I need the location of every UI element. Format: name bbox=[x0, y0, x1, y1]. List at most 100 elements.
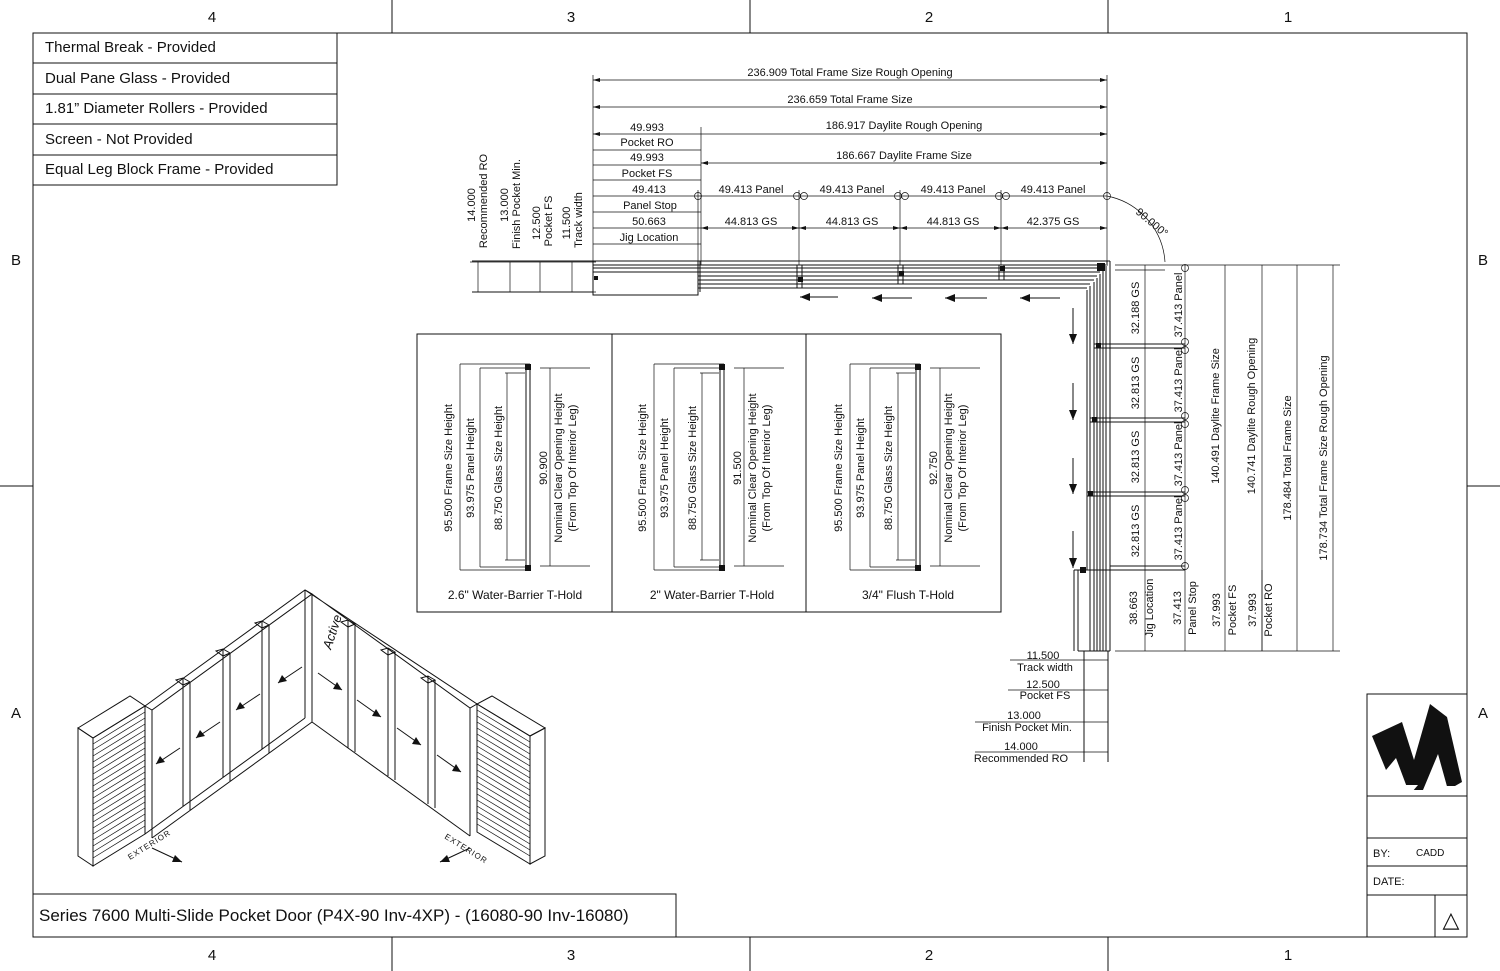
grid-col-top-2: 3 bbox=[567, 9, 575, 26]
section-1-frame: 95.500 Frame Size Height bbox=[443, 404, 455, 532]
bottom-dim-value-4: 14.000 bbox=[1004, 741, 1038, 753]
dim-daylite-fs: 186.667 Daylite Frame Size bbox=[836, 150, 972, 162]
features-table: Thermal Break - Provided Dual Pane Glass… bbox=[32, 32, 338, 186]
side-panel-2: 37.413 Panel bbox=[1173, 348, 1185, 413]
section-1-caption: 2.6" Water-Barrier T-Hold bbox=[448, 588, 582, 602]
bottom-dim-label-4: Recommended RO bbox=[974, 753, 1069, 765]
grid-col-bottom-1: 4 bbox=[208, 947, 216, 964]
pocket-dim-label-2: Finish Pocket Min. bbox=[511, 159, 523, 249]
section-2-caption: 2" Water-Barrier T-Hold bbox=[650, 588, 774, 602]
dim-glass-4: 42.375 GS bbox=[1027, 216, 1080, 228]
iso-active-label: Active bbox=[319, 613, 345, 652]
section-3-frame: 95.500 Frame Size Height bbox=[833, 404, 845, 532]
side-glass-4: 32.813 GS bbox=[1130, 505, 1142, 558]
side-glass-1: 32.188 GS bbox=[1130, 282, 1142, 335]
side-panel-stop-label: Panel Stop bbox=[1187, 581, 1199, 635]
iso-right-pocket bbox=[475, 695, 547, 865]
bottom-dim-value-2: 12.500 bbox=[1026, 679, 1060, 691]
side-jig-value: 38.663 bbox=[1128, 591, 1140, 625]
pocket-dim-value-3: 12.500 bbox=[531, 206, 543, 240]
dim-panel-2: 49.413 Panel bbox=[820, 184, 885, 196]
bottom-dim-label-1: Track width bbox=[1017, 662, 1073, 674]
dim-pocket-ro-label: Pocket RO bbox=[620, 137, 674, 149]
grid-row-left-a: A bbox=[11, 705, 21, 722]
dim-jig-value: 50.663 bbox=[632, 216, 666, 228]
section-1: 95.500 Frame Size Height 93.975 Panel He… bbox=[443, 363, 590, 602]
section-3-panel: 93.975 Panel Height bbox=[855, 418, 867, 518]
side-pocket-fs-value: 37.993 bbox=[1211, 593, 1223, 627]
pocket-dim-value-4: 11.500 bbox=[561, 207, 573, 240]
grid-row-left-b: B bbox=[11, 252, 21, 269]
dim-angle: 90.000° bbox=[1133, 206, 1170, 240]
pocket-dim-label-1: Recommended RO bbox=[478, 153, 490, 248]
pocket-dim-value-1: 14.000 bbox=[466, 188, 478, 222]
dim-daylite-ro: 186.917 Daylite Rough Opening bbox=[826, 120, 983, 132]
section-1-glass: 88.750 Glass Size Height bbox=[493, 406, 505, 530]
grid-row-right-a: A bbox=[1478, 705, 1488, 722]
section-3: 95.500 Frame Size Height 93.975 Panel He… bbox=[833, 363, 980, 602]
section-2-clear-label: Nominal Clear Opening Height bbox=[747, 393, 759, 542]
side-panel-1: 37.413 Panel bbox=[1173, 273, 1185, 338]
section-2-clear-note: (From Top Of Interior Leg) bbox=[761, 405, 773, 532]
title-block: BY: CADD DATE: △ bbox=[1366, 693, 1468, 938]
grid-col-top-1: 4 bbox=[208, 9, 216, 26]
revision-icon: △ bbox=[1443, 907, 1460, 932]
company-logo bbox=[1372, 704, 1462, 794]
by-value: CADD bbox=[1416, 848, 1444, 859]
dim-pocket-fs-label: Pocket FS bbox=[622, 168, 673, 180]
grid-row-right-b: B bbox=[1478, 252, 1488, 269]
bottom-dim-value-1: 11.500 bbox=[1027, 650, 1060, 662]
feature-block-frame: Equal Leg Block Frame - Provided bbox=[45, 161, 273, 178]
feature-thermal-break: Thermal Break - Provided bbox=[45, 39, 216, 56]
feature-rollers: 1.81” Diameter Rollers - Provided bbox=[45, 100, 268, 117]
dim-glass-1: 44.813 GS bbox=[725, 216, 778, 228]
grid-col-bottom-4: 1 bbox=[1284, 947, 1292, 964]
drawing-title: Series 7600 Multi-Slide Pocket Door (P4X… bbox=[39, 906, 629, 925]
pocket-dim-label-4: Track width bbox=[573, 192, 585, 248]
date-label: DATE: bbox=[1373, 876, 1405, 888]
section-details: 95.500 Frame Size Height 93.975 Panel He… bbox=[416, 333, 1002, 613]
dim-panel-stop-label: Panel Stop bbox=[623, 200, 677, 212]
grid-col-top-3: 2 bbox=[925, 9, 933, 26]
section-1-clear-label: Nominal Clear Opening Height bbox=[553, 393, 565, 542]
by-label: BY: bbox=[1373, 848, 1390, 860]
section-3-glass: 88.750 Glass Size Height bbox=[883, 406, 895, 530]
section-1-panel: 93.975 Panel Height bbox=[465, 418, 477, 518]
side-pocket-fs-label: Pocket FS bbox=[1227, 585, 1239, 636]
iso-left-wall bbox=[144, 589, 313, 839]
side-panel-stop-value: 37.413 bbox=[1172, 591, 1184, 625]
section-3-clear-value: 92.750 bbox=[928, 451, 940, 485]
grid-col-top-4: 1 bbox=[1284, 9, 1292, 26]
pocket-dim-value-2: 13.000 bbox=[499, 188, 511, 222]
side-daylite-fs: 140.491 Daylite Frame Size bbox=[1210, 348, 1222, 484]
section-3-clear-note: (From Top Of Interior Leg) bbox=[957, 405, 969, 532]
feature-dual-pane: Dual Pane Glass - Provided bbox=[45, 70, 230, 87]
iso-exterior-right: EXTERIOR bbox=[443, 832, 489, 866]
side-glass-3: 32.813 GS bbox=[1130, 431, 1142, 484]
dim-glass-3: 44.813 GS bbox=[927, 216, 980, 228]
side-total-ro: 178.734 Total Frame Size Rough Opening bbox=[1318, 355, 1330, 560]
side-jig-label: Jig Location bbox=[1144, 579, 1156, 638]
section-2-clear-value: 91.500 bbox=[732, 451, 744, 485]
grid-labels: 4 3 2 1 4 3 2 1 B A B A bbox=[11, 9, 1488, 964]
bottom-dim-label-3: Finish Pocket Min. bbox=[982, 722, 1072, 734]
side-glass-2: 32.813 GS bbox=[1130, 357, 1142, 410]
section-3-caption: 3/4" Flush T-Hold bbox=[862, 588, 954, 602]
dim-glass-2: 44.813 GS bbox=[826, 216, 879, 228]
side-total-fs: 178.484 Total Frame Size bbox=[1282, 395, 1294, 520]
side-panel-3: 37.413 Panel bbox=[1173, 422, 1185, 487]
dim-panel-4: 49.413 Panel bbox=[1021, 184, 1086, 196]
pocket-dim-label-3: Pocket FS bbox=[543, 196, 555, 247]
grid-col-bottom-3: 2 bbox=[925, 947, 933, 964]
section-1-clear-note: (From Top Of Interior Leg) bbox=[567, 405, 579, 532]
section-2-panel: 93.975 Panel Height bbox=[659, 418, 671, 518]
grid-col-bottom-2: 3 bbox=[567, 947, 575, 964]
isometric-view: Active EXTERIOR EXTERIOR bbox=[77, 589, 547, 867]
dim-total-frame-size: 236.659 Total Frame Size bbox=[787, 94, 912, 106]
title-bar: Series 7600 Multi-Slide Pocket Door (P4X… bbox=[32, 893, 677, 938]
dim-total-frame-ro: 236.909 Total Frame Size Rough Opening bbox=[747, 67, 952, 79]
section-2-frame: 95.500 Frame Size Height bbox=[637, 404, 649, 532]
feature-screen: Screen - Not Provided bbox=[45, 131, 193, 148]
